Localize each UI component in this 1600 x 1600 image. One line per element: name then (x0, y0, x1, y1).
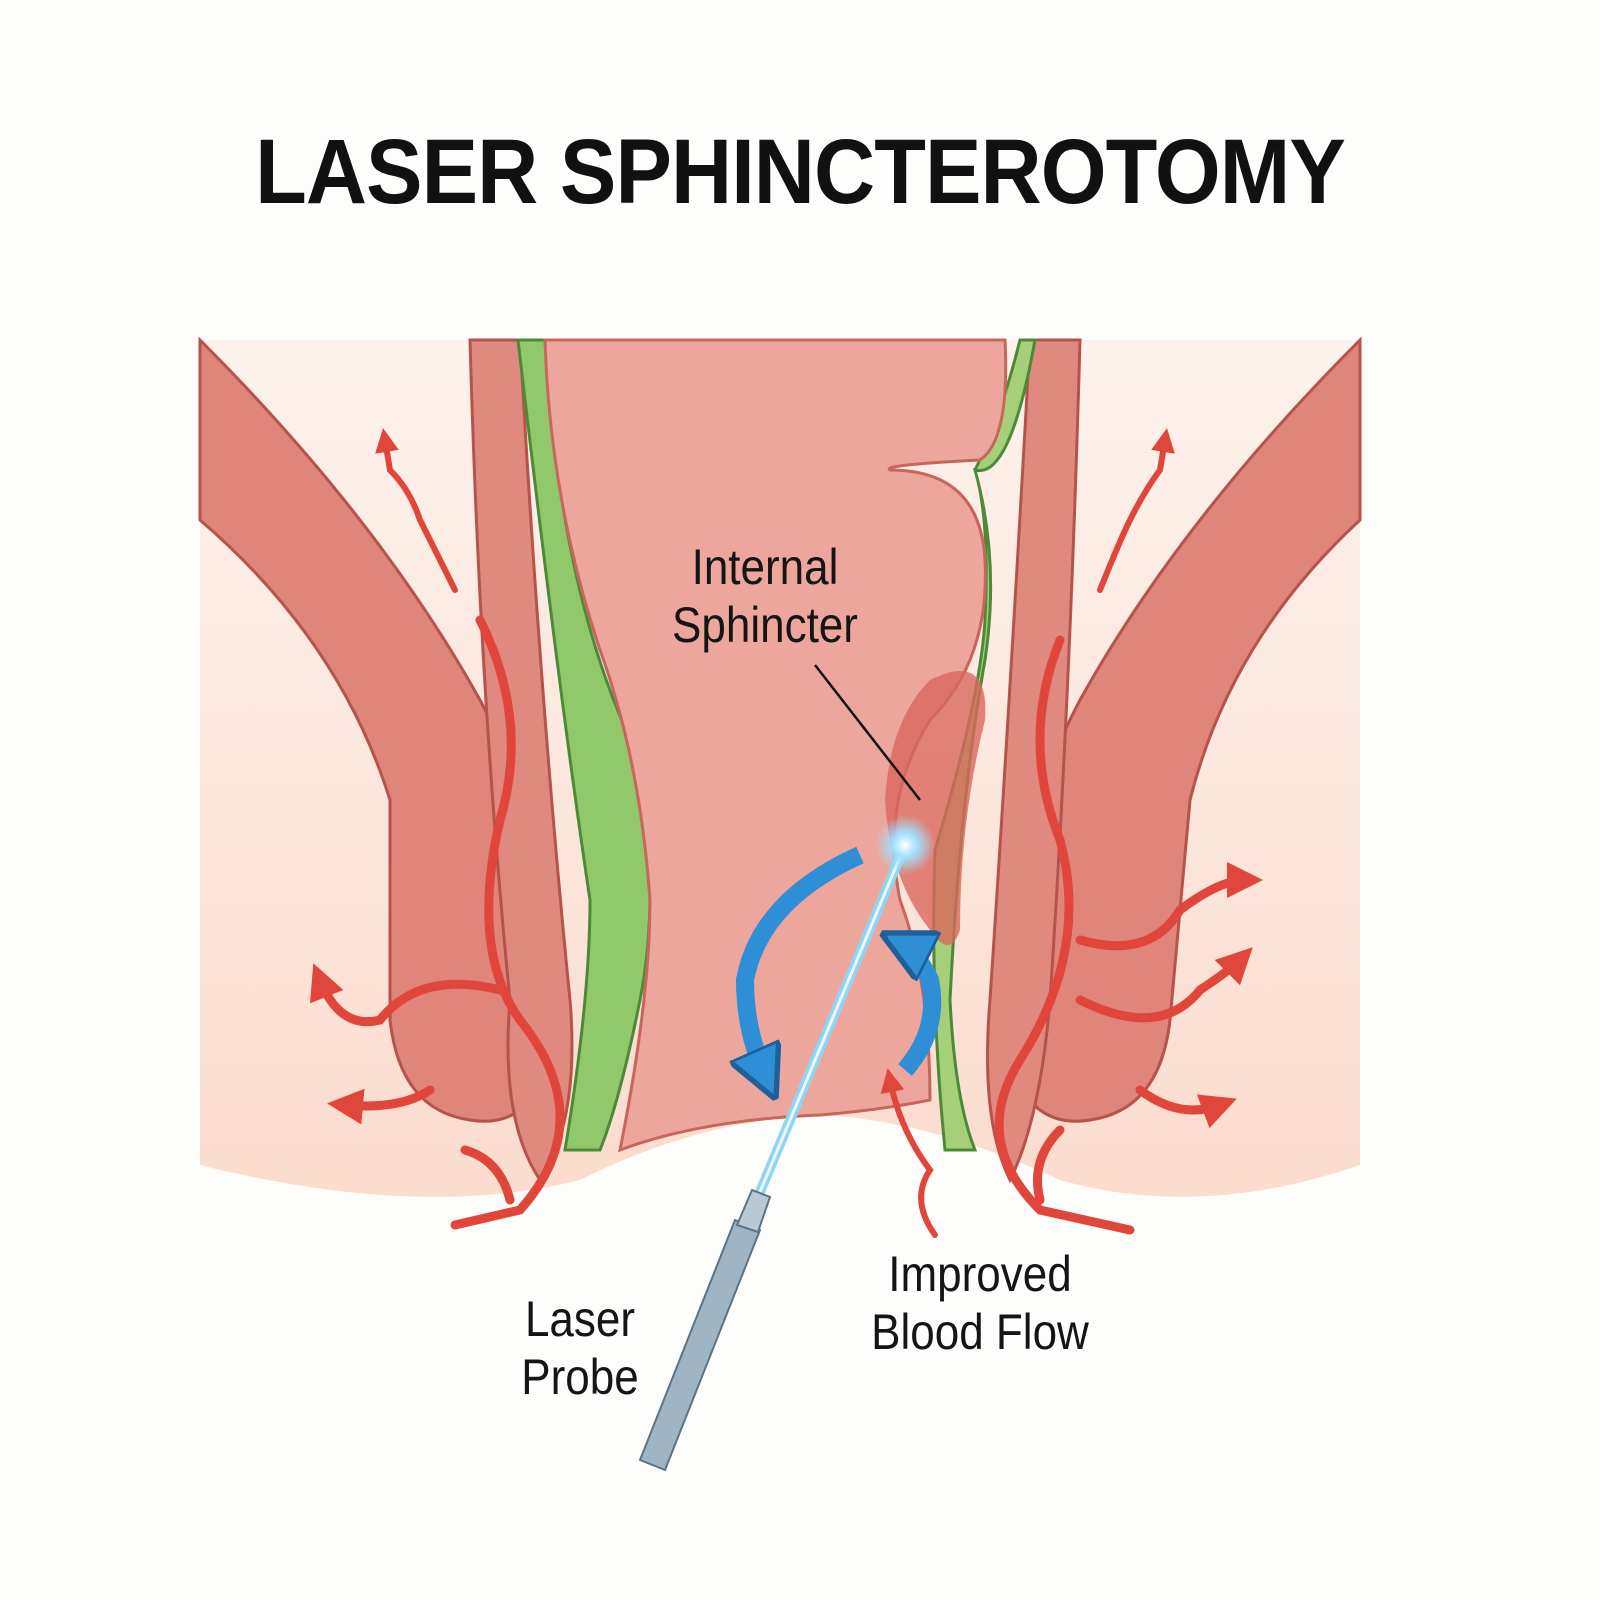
label-line: Improved (888, 1246, 1072, 1302)
label-line: Laser (524, 1291, 636, 1347)
right-fat-layer (932, 338, 1037, 1152)
internal-sphincter-muscle (885, 671, 986, 945)
rotation-arrow-left (745, 846, 864, 1075)
laser-probe-handle (638, 1218, 762, 1472)
label-line: Internal (691, 539, 839, 595)
left-fat-layer (516, 338, 652, 1152)
label-line: Probe (521, 1349, 639, 1405)
rotation-arrow-right (905, 945, 932, 1076)
diagram-title: LASER SPHINCTEROTOMY (255, 121, 1346, 223)
label-line: Blood Flow (871, 1304, 1089, 1360)
label-improved-blood-flow: Improved Blood Flow (857, 1245, 1103, 1361)
blood-flow-arrows (375, 428, 1175, 1238)
label-leader-line (814, 664, 921, 801)
label-internal-sphincter: Internal Sphincter (664, 538, 866, 654)
blood-vessels (309, 615, 1263, 1235)
laser-tip-glow (875, 815, 935, 875)
label-line: Sphincter (672, 597, 858, 653)
label-laser-probe: Laser Probe (492, 1290, 668, 1406)
right-rectal-wall (986, 338, 1082, 1184)
